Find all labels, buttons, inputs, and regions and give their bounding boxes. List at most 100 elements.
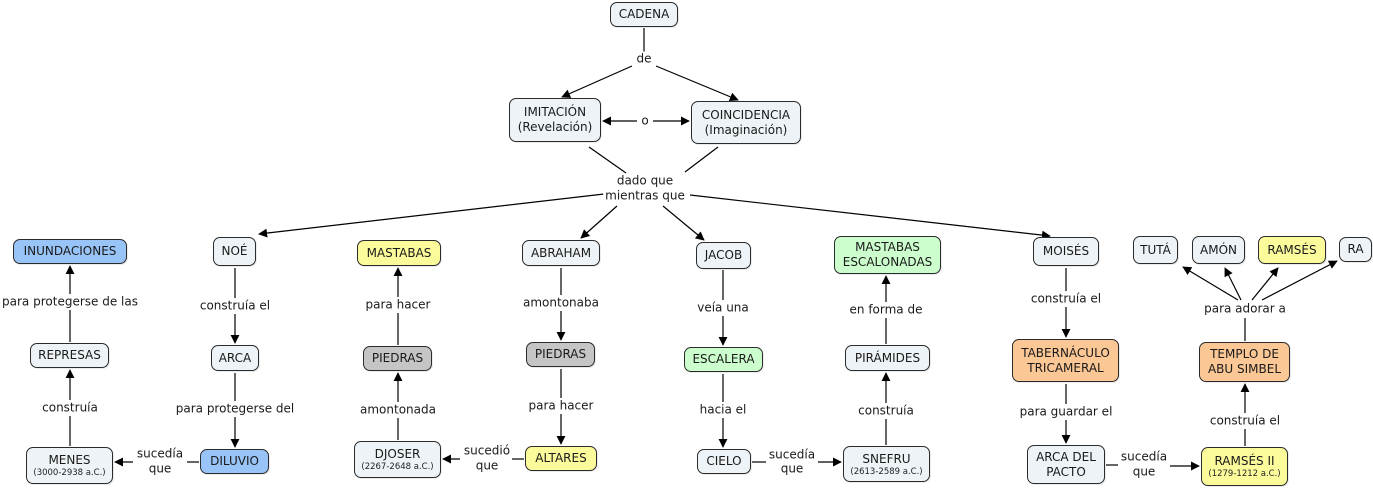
node-title: ABRAHAM: [530, 245, 592, 260]
concept-amon[interactable]: AMÓN: [1192, 236, 1245, 264]
node-title: ALTARES: [535, 451, 587, 465]
concept-arca[interactable]: ARCA: [211, 345, 259, 371]
node-subtitle: (Imaginación): [704, 122, 788, 137]
concept-jacob[interactable]: JACOB: [696, 242, 751, 269]
node-title: TEMPLO DE: [1210, 347, 1279, 361]
node-title: PIEDRAS: [371, 351, 424, 365]
node-title: PIRÁMIDES: [854, 350, 921, 365]
link-label-construia-el: construía el: [197, 298, 273, 314]
concept-imitacion[interactable]: IMITACIÓN (Revelación): [509, 98, 601, 142]
edge-adorar-amon: [1224, 267, 1242, 301]
link-label-que: que: [146, 461, 174, 477]
link-label-para-hacer: para hacer: [526, 398, 596, 414]
concept-arca-pacto[interactable]: ARCA DEL PACTO: [1027, 445, 1105, 484]
node-title: TABERNÁCULO: [1021, 345, 1110, 360]
link-label-construia-el: construía el: [1207, 413, 1283, 429]
edge-de-imitacion: [561, 65, 633, 98]
concept-altares[interactable]: ALTARES: [525, 446, 597, 471]
node-subtitle: ABU SIMBEL: [1207, 362, 1282, 376]
concept-djoser[interactable]: DJOSER (2267-2648 a.C.): [354, 441, 441, 478]
link-label-para-adorar-a: para adorar a: [1202, 301, 1288, 317]
concept-snefru[interactable]: SNEFRU (2613-2589 a.C.): [843, 446, 930, 482]
concept-tabernaculo[interactable]: TABERNÁCULO TRICAMERAL: [1012, 339, 1119, 382]
edge-adorar-tuta: [1182, 266, 1239, 301]
concept-ramses-ii[interactable]: RAMSÉS II (1279-1212 a.C.): [1201, 447, 1288, 486]
concept-inundaciones[interactable]: INUNDACIONES: [13, 239, 127, 264]
link-label-para-hacer: para hacer: [363, 297, 433, 313]
node-title: AMÓN: [1200, 242, 1237, 257]
concept-noe[interactable]: NOÉ: [213, 237, 256, 266]
link-label-sucedia: sucedía: [766, 447, 818, 463]
link-label-amontonaba: amontonaba: [521, 295, 601, 311]
concept-piedras-left[interactable]: PIEDRAS: [363, 346, 432, 371]
concept-templo[interactable]: TEMPLO DE ABU SIMBEL: [1199, 342, 1290, 382]
link-label-mientras-que: mientras que: [603, 188, 687, 204]
node-title: DILUVIO: [210, 454, 259, 468]
node-title: MASTABAS: [855, 240, 920, 254]
node-title: RAMSÉS II: [1214, 454, 1275, 468]
edge-dadoque-abraham: [580, 205, 618, 239]
edge-dadoque-jacob: [662, 205, 705, 241]
link-label-veia-una: veía una: [695, 300, 751, 316]
node-title: ARCA: [218, 350, 252, 365]
edge-imitacion-dadoque: [588, 146, 627, 174]
node-subtitle: TRICAMERAL: [1027, 360, 1104, 375]
node-title: MASTABAS: [366, 245, 432, 260]
node-title: ESCALERA: [692, 352, 755, 366]
link-label-construia: construía: [40, 400, 100, 416]
node-subtitle: ESCALONADAS: [842, 255, 933, 269]
link-label-sucedia: sucedía: [134, 446, 186, 462]
link-label-para-protegerse-de-las: para protegerse de las: [0, 294, 140, 310]
node-title: MOISÉS: [1042, 244, 1090, 258]
concept-ra[interactable]: RA: [1339, 237, 1372, 262]
link-label-construia: construía: [856, 403, 916, 419]
node-subtitle: PACTO: [1046, 464, 1086, 479]
concept-cielo[interactable]: CIELO: [697, 449, 751, 474]
link-label-sucedia: sucedía: [1118, 449, 1170, 465]
link-label-que: que: [473, 458, 501, 474]
node-title: NOÉ: [221, 244, 248, 258]
concept-menes[interactable]: MENES (3000-2938 a.C.): [26, 447, 113, 484]
node-title: DJOSER: [374, 447, 421, 461]
concept-cadena[interactable]: CADENA: [610, 2, 678, 27]
edge-adorar-ramses: [1251, 267, 1279, 301]
node-title: IMITACIÓN: [523, 105, 587, 119]
concept-diluvio[interactable]: DILUVIO: [200, 449, 269, 474]
link-label-sucedio: sucedió: [461, 443, 513, 459]
node-title: RA: [1347, 242, 1364, 256]
node-title: CIELO: [706, 454, 742, 468]
edge-dadoque-noe: [258, 193, 605, 238]
link-label-que: que: [778, 461, 806, 477]
concept-mastabas-escalonadas[interactable]: MASTABAS ESCALONADAS: [834, 236, 941, 274]
concept-escalera[interactable]: ESCALERA: [684, 347, 763, 372]
link-label-para-protegerse-del: para protegerse del: [173, 401, 297, 417]
node-subtitle: (Revelación): [517, 120, 593, 134]
concept-represas[interactable]: REPRESAS: [30, 343, 109, 368]
concept-tuta[interactable]: TUTÁ: [1133, 236, 1178, 264]
link-label-o: o: [639, 113, 651, 129]
concept-abraham[interactable]: ABRAHAM: [522, 240, 600, 266]
node-title: TUTÁ: [1140, 242, 1171, 257]
concept-ramses[interactable]: RAMSÉS: [1258, 236, 1326, 264]
concept-mastabas[interactable]: MASTABAS: [357, 240, 441, 266]
concept-coincidencia[interactable]: COINCIDENCIA (Imaginación): [691, 101, 801, 144]
concept-piedras-right[interactable]: PIEDRAS: [526, 342, 595, 367]
node-dates: (2613-2589 a.C.): [850, 466, 923, 477]
edge-adorar-ra: [1261, 260, 1338, 301]
node-dates: (3000-2938 a.C.): [33, 468, 106, 478]
node-title: CADENA: [618, 7, 670, 21]
link-label-amontonada: amontonada: [358, 402, 438, 418]
node-title: JACOB: [704, 248, 743, 262]
concept-moises[interactable]: MOISÉS: [1033, 237, 1099, 266]
edge-de-coincidencia: [655, 65, 739, 102]
concept-piramides[interactable]: PIRÁMIDES: [845, 345, 930, 371]
node-title: SNEFRU: [862, 451, 911, 466]
node-title: REPRESAS: [38, 348, 101, 362]
link-label-en-forma-de: en forma de: [847, 302, 925, 318]
link-label-que: que: [1130, 464, 1158, 480]
node-title: COINCIDENCIA: [701, 107, 791, 122]
edge-dadoque-moises: [689, 194, 1051, 240]
link-label-de: de: [634, 51, 654, 67]
link-label-dado-que: dado que: [614, 173, 676, 189]
edge-coincidencia-dadoque: [684, 146, 719, 173]
